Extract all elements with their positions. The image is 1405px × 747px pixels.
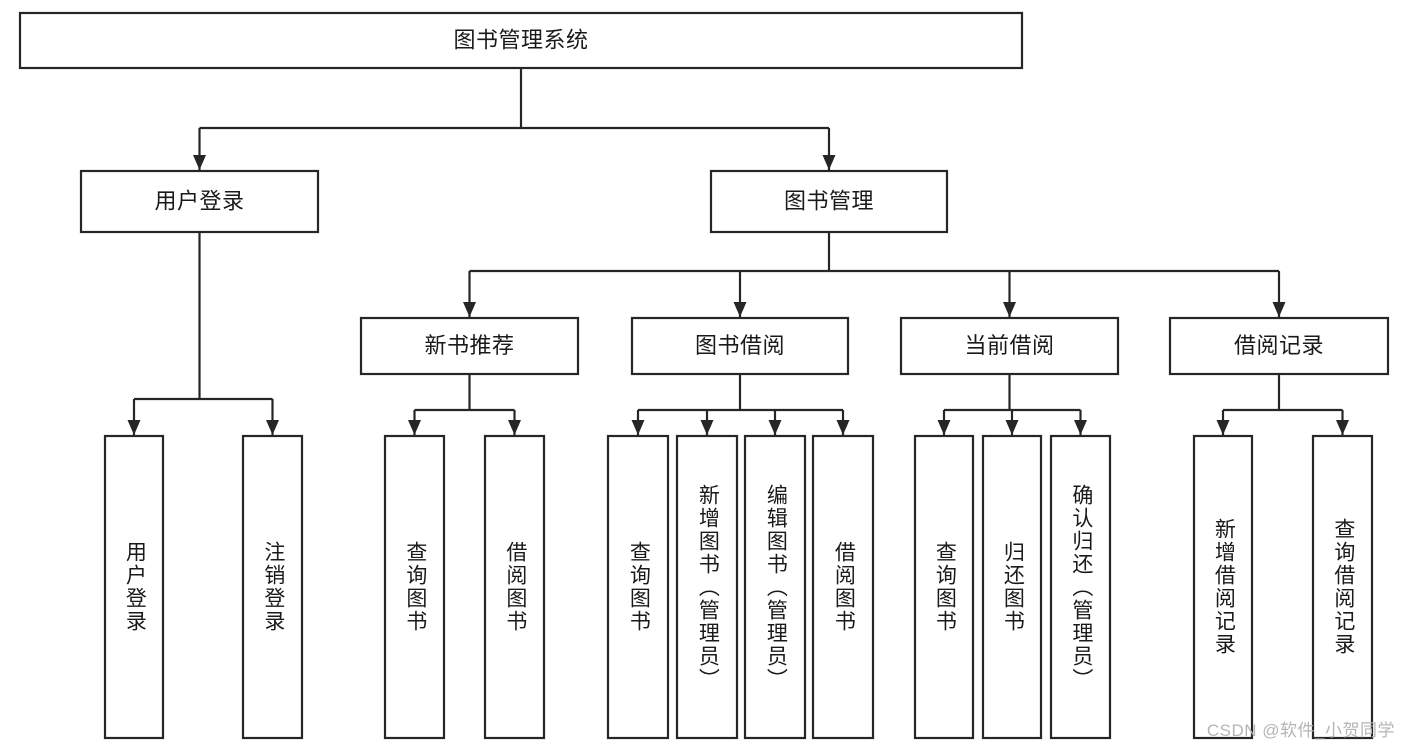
node-leaf-0-用户登录-label: 用户登录 <box>123 541 147 633</box>
arrow-head-icon <box>1216 420 1230 435</box>
node-l3-图书借阅-rect <box>630 316 850 376</box>
connector-layer <box>127 68 1349 435</box>
arrow-head-icon <box>700 420 714 435</box>
node-leaf-5-新增图书（管理员）-label: 新增图书（管理员） <box>696 483 720 691</box>
arrow-head-icon <box>463 302 476 317</box>
node-leaf-6-编辑图书（管理员）-label: 编辑图书（管理员） <box>764 483 788 691</box>
node-leaf-6-编辑图书（管理员）-rect <box>743 434 807 740</box>
node-leaf-12-查询借阅记录[interactable]: 查询借阅记录 <box>1311 434 1374 740</box>
node-leaf-9-归还图书-rect <box>981 434 1043 740</box>
arrow-head-icon <box>631 420 645 435</box>
node-leaf-10-确认归还（管理员）-label-holder: 确认归还（管理员） <box>1069 483 1093 691</box>
node-leaf-6-编辑图书（管理员）-label-holder: 编辑图书（管理员） <box>764 483 788 691</box>
node-layer: 图书管理系统用户登录图书管理新书推荐图书借阅当前借阅借阅记录用户登录注销登录查询… <box>18 11 1390 740</box>
node-l2-用户登录-rect <box>79 169 320 234</box>
node-leaf-2-查询图书-label-holder: 查询图书 <box>403 541 427 633</box>
arrow-head-icon <box>266 420 279 435</box>
node-leaf-7-借阅图书-label-holder: 借阅图书 <box>832 541 856 633</box>
arrow-head-icon <box>822 155 836 170</box>
node-leaf-8-查询图书-label: 查询图书 <box>933 541 957 633</box>
node-leaf-1-注销登录-rect <box>241 434 304 740</box>
node-root-图书管理系统[interactable]: 图书管理系统 <box>18 11 1024 70</box>
node-leaf-2-查询图书[interactable]: 查询图书 <box>383 434 446 740</box>
node-l2-图书管理[interactable]: 图书管理 <box>709 169 949 234</box>
node-root-图书管理系统-rect <box>18 11 1024 70</box>
arrow-head-icon <box>193 155 206 170</box>
node-l2-图书管理-rect <box>709 169 949 234</box>
node-leaf-4-查询图书-rect <box>606 434 670 740</box>
node-l3-新书推荐-rect <box>359 316 580 376</box>
node-l2-用户登录[interactable]: 用户登录 <box>79 169 320 234</box>
node-leaf-4-查询图书-label-holder: 查询图书 <box>627 541 651 633</box>
arrow-head-icon <box>1005 420 1019 435</box>
node-leaf-12-查询借阅记录-rect <box>1311 434 1374 740</box>
arrow-head-icon <box>508 420 521 435</box>
node-leaf-4-查询图书-label: 查询图书 <box>627 541 651 633</box>
node-leaf-8-查询图书-rect <box>913 434 975 740</box>
arrow-head-icon <box>733 302 747 317</box>
node-leaf-3-借阅图书-label: 借阅图书 <box>503 541 527 633</box>
node-l3-新书推荐-label: 新书推荐 <box>424 333 514 358</box>
node-leaf-1-注销登录-label: 注销登录 <box>261 541 285 633</box>
node-leaf-6-编辑图书（管理员）[interactable]: 编辑图书（管理员） <box>743 434 807 740</box>
arrow-head-icon <box>836 420 850 435</box>
node-l3-借阅记录-rect <box>1168 316 1390 376</box>
node-leaf-5-新增图书（管理员）-label-holder: 新增图书（管理员） <box>696 483 720 691</box>
arrow-head-icon <box>1272 302 1286 317</box>
node-leaf-8-查询图书[interactable]: 查询图书 <box>913 434 975 740</box>
node-l2-图书管理-label: 图书管理 <box>784 188 874 213</box>
node-l3-当前借阅-label: 当前借阅 <box>964 333 1054 358</box>
node-leaf-3-借阅图书[interactable]: 借阅图书 <box>483 434 546 740</box>
node-leaf-1-注销登录[interactable]: 注销登录 <box>241 434 304 740</box>
node-leaf-7-借阅图书-label: 借阅图书 <box>832 541 856 633</box>
node-leaf-5-新增图书（管理员）-rect <box>675 434 739 740</box>
node-leaf-8-查询图书-label-holder: 查询图书 <box>933 541 957 633</box>
node-l3-当前借阅-rect <box>899 316 1120 376</box>
node-leaf-10-确认归还（管理员）[interactable]: 确认归还（管理员） <box>1049 434 1112 740</box>
node-leaf-3-借阅图书-label-holder: 借阅图书 <box>503 541 527 633</box>
node-leaf-10-确认归还（管理员）-label: 确认归还（管理员） <box>1069 483 1093 691</box>
node-l2-用户登录-label: 用户登录 <box>154 188 244 213</box>
node-leaf-0-用户登录-rect <box>103 434 165 740</box>
node-leaf-0-用户登录[interactable]: 用户登录 <box>103 434 165 740</box>
node-leaf-9-归还图书-label: 归还图书 <box>1001 541 1025 633</box>
arrow-head-icon <box>408 420 421 435</box>
arrow-head-icon <box>937 420 951 435</box>
node-leaf-3-借阅图书-rect <box>483 434 546 740</box>
arrow-head-icon <box>1074 420 1087 435</box>
arrow-head-icon <box>1003 302 1016 317</box>
node-leaf-2-查询图书-rect <box>383 434 446 740</box>
node-l3-图书借阅-label: 图书借阅 <box>695 333 785 358</box>
node-leaf-11-新增借阅记录-label: 新增借阅记录 <box>1212 518 1236 656</box>
node-leaf-2-查询图书-label: 查询图书 <box>403 541 427 633</box>
node-leaf-1-注销登录-label-holder: 注销登录 <box>261 541 285 633</box>
node-root-图书管理系统-label: 图书管理系统 <box>453 27 588 52</box>
node-l3-借阅记录-label: 借阅记录 <box>1234 333 1324 358</box>
arrow-head-icon <box>1336 420 1349 435</box>
node-leaf-12-查询借阅记录-label: 查询借阅记录 <box>1331 518 1355 656</box>
node-leaf-5-新增图书（管理员）[interactable]: 新增图书（管理员） <box>675 434 739 740</box>
node-l3-借阅记录[interactable]: 借阅记录 <box>1168 316 1390 376</box>
node-leaf-7-借阅图书[interactable]: 借阅图书 <box>811 434 875 740</box>
node-leaf-4-查询图书[interactable]: 查询图书 <box>606 434 670 740</box>
node-leaf-12-查询借阅记录-label-holder: 查询借阅记录 <box>1331 518 1355 656</box>
node-leaf-11-新增借阅记录-rect <box>1192 434 1254 740</box>
node-leaf-7-借阅图书-rect <box>811 434 875 740</box>
node-leaf-11-新增借阅记录[interactable]: 新增借阅记录 <box>1192 434 1254 740</box>
node-l3-当前借阅[interactable]: 当前借阅 <box>899 316 1120 376</box>
arrow-head-icon <box>768 420 782 435</box>
node-leaf-11-新增借阅记录-label-holder: 新增借阅记录 <box>1212 518 1236 656</box>
node-leaf-0-用户登录-label-holder: 用户登录 <box>123 541 147 633</box>
node-leaf-10-确认归还（管理员）-rect <box>1049 434 1112 740</box>
node-leaf-9-归还图书-label-holder: 归还图书 <box>1001 541 1025 633</box>
node-l3-图书借阅[interactable]: 图书借阅 <box>630 316 850 376</box>
node-leaf-9-归还图书[interactable]: 归还图书 <box>981 434 1043 740</box>
node-l3-新书推荐[interactable]: 新书推荐 <box>359 316 580 376</box>
arrow-head-icon <box>127 420 141 435</box>
